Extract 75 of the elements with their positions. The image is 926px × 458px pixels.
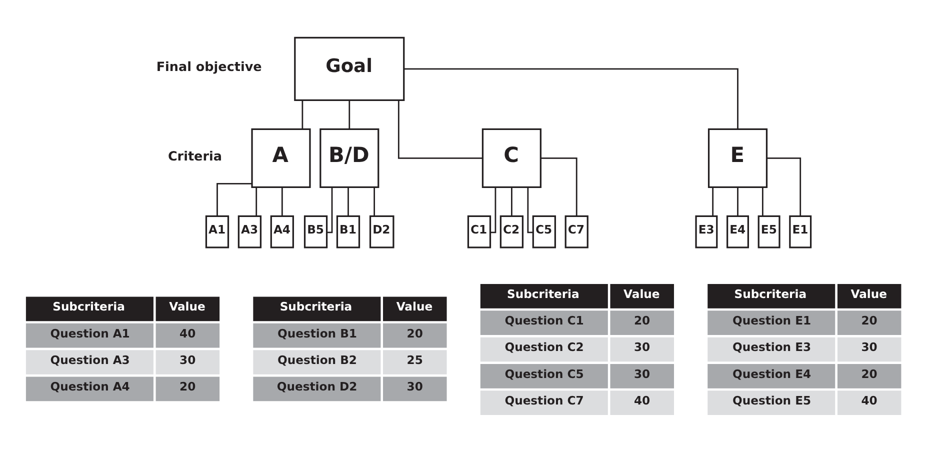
label: Question A4 (50, 379, 130, 394)
label: 20 (861, 313, 878, 328)
label: Value (396, 299, 433, 314)
label: Question E5 (732, 393, 812, 408)
label: Question A3 (50, 352, 130, 366)
node-box: C2 (500, 214, 524, 248)
label: Final objective (156, 60, 262, 75)
node-box: B5 (304, 214, 328, 248)
label: 40 (180, 326, 196, 340)
node-box: B1 (336, 214, 360, 248)
label: Question A1 (50, 326, 130, 340)
node-box: D2 (369, 214, 394, 248)
label: 20 (180, 379, 196, 394)
connector (511, 186, 512, 216)
node-box: A3 (238, 214, 262, 248)
label: 25 (406, 352, 423, 366)
connector (404, 68, 738, 128)
label: Question C1 (504, 313, 584, 328)
node-box: E5 (758, 214, 780, 248)
node-box: Goal (294, 36, 405, 101)
connector (302, 100, 304, 128)
label: 30 (180, 352, 196, 366)
node-box: E4 (726, 214, 749, 248)
label: Subcriteria (52, 299, 125, 314)
connector (374, 186, 375, 216)
label: Value (169, 299, 206, 314)
connector (766, 157, 802, 216)
label: 30 (861, 340, 878, 354)
node-box: A (251, 128, 311, 188)
connector (762, 186, 764, 216)
node-box: B/D (320, 128, 380, 188)
node-box: E3 (695, 214, 718, 248)
connector (256, 186, 258, 216)
node-box: E (708, 128, 768, 188)
label: Question C5 (504, 366, 584, 380)
label: Question D2 (276, 379, 358, 394)
connector (348, 100, 350, 128)
connector (398, 100, 483, 158)
connector (326, 187, 333, 233)
label: 20 (634, 313, 650, 328)
label: 30 (406, 379, 423, 394)
connector (540, 157, 578, 216)
label: 40 (634, 393, 650, 408)
node-box: C5 (532, 214, 556, 248)
label: Question C2 (504, 340, 584, 354)
label: Question C7 (504, 393, 584, 408)
label: 40 (861, 393, 878, 408)
node-box: C7 (564, 214, 588, 248)
label: Question B1 (278, 326, 357, 340)
label: Subcriteria (280, 299, 352, 314)
connector (281, 186, 283, 216)
connector (216, 182, 252, 216)
label: 20 (406, 326, 423, 340)
connector (737, 186, 738, 216)
label: Criteria (168, 148, 222, 164)
label: 30 (634, 340, 650, 354)
label: 20 (861, 366, 878, 380)
node-box: A4 (270, 214, 294, 248)
connector (490, 187, 496, 233)
connector (348, 186, 349, 216)
label: Question B2 (278, 352, 357, 366)
label: 30 (634, 366, 650, 380)
label: Question E1 (732, 313, 812, 328)
label: Subcriteria (507, 286, 580, 300)
label: Question E3 (732, 340, 812, 354)
connector (527, 187, 534, 233)
node-box: C (482, 128, 542, 188)
connector (712, 186, 714, 216)
label: Value (624, 286, 660, 300)
label: Value (850, 286, 887, 300)
label: Subcriteria (734, 286, 807, 300)
label: Question E4 (732, 366, 812, 380)
node-box: C1 (467, 214, 492, 248)
node-box: A1 (205, 214, 230, 248)
node-box: E1 (789, 214, 812, 248)
